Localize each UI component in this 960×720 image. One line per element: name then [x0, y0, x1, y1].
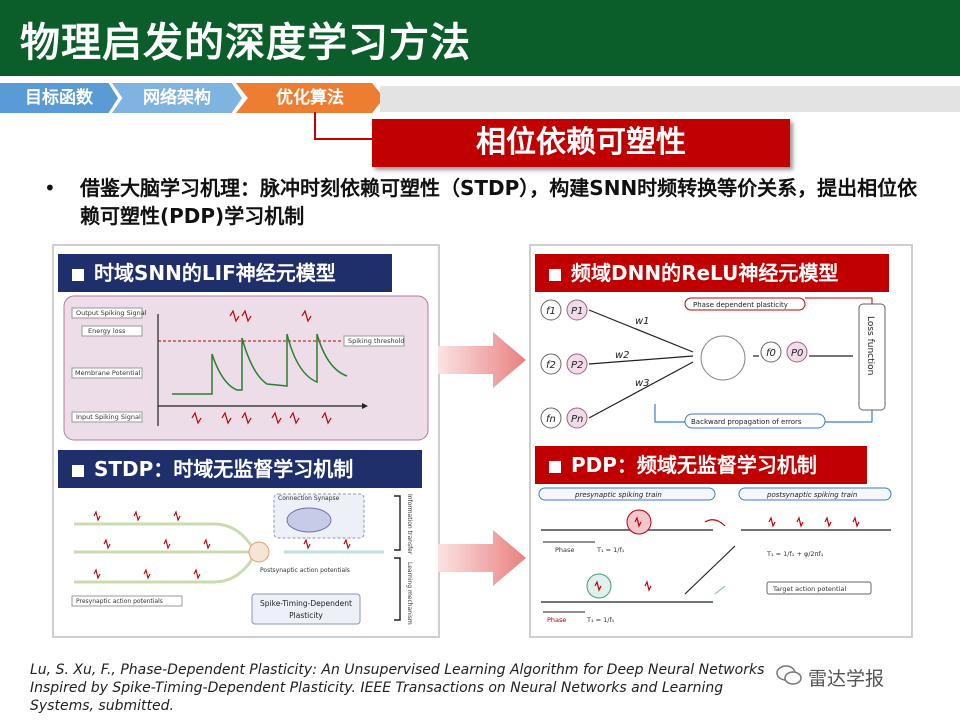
breadcrumb-item-optimization[interactable]: 优化算法	[236, 83, 384, 113]
relu-p1: P1	[571, 306, 583, 317]
pdp-title: PDP：频域无监督学习机制	[571, 453, 817, 477]
relu-diagram: f1 P1 f2 P2 fn Pn w1 w2 w3 f0 P0 Loss fu…	[540, 297, 886, 429]
right-panel: 频域DNN的ReLU神经元模型 f1 P1 f2 P2 fn Pn w1 w2 …	[529, 244, 913, 638]
stdp-label-postsynaptic: Postsynaptic action potentials	[260, 567, 350, 574]
pdp-pre: presynaptic spiking train	[574, 491, 662, 499]
bullet-dot: •	[44, 176, 56, 200]
breadcrumb: 目标函数 网络架构 优化算法	[0, 83, 960, 113]
pdp-t2: T₁ = 1/f₁	[586, 616, 615, 624]
stdp-diagram: Connection Synapse Postsynaptic action p…	[71, 493, 413, 625]
breadcrumb-track	[380, 86, 960, 112]
bullet-text: 借鉴大脑学习机理：脉冲时刻依赖可塑性（STDP），构建SNN时频转换等价关系，提…	[80, 176, 918, 228]
page-title: 物理启发的深度学习方法	[20, 20, 471, 66]
stdp-label-stdp2: Plasticity	[289, 611, 323, 620]
citation: Lu, S. Xu, F., Phase-Dependent Plasticit…	[30, 662, 765, 714]
highlight-box: 相位依赖可塑性	[372, 119, 790, 167]
breadcrumb-item-architecture[interactable]: 网络架构	[112, 83, 242, 113]
pdp-phase2: Phase	[547, 616, 566, 624]
relu-f2: f2	[546, 360, 556, 371]
pdp-diagram: presynaptic spiking train postsynaptic s…	[538, 487, 892, 624]
lif-diagram: Output Spiking Signal Energy loss Membra…	[63, 295, 429, 441]
arrow-lower	[438, 530, 526, 586]
stdp-label-synapse: Connection Synapse	[278, 495, 340, 502]
watermark: 雷达学报	[808, 668, 885, 690]
relu-w2: w2	[615, 350, 630, 361]
lif-label-input: Input Spiking Signal	[76, 413, 141, 421]
relu-w3: w3	[635, 378, 650, 389]
pdp-t1: T₁ = 1/f₁	[596, 546, 625, 554]
arrow-upper	[438, 332, 526, 388]
relu-f0: f0	[766, 348, 776, 359]
relu-header: 频域DNN的ReLU神经元模型	[535, 254, 889, 292]
title-bar: 物理启发的深度学习方法	[0, 0, 960, 76]
lif-label-output: Output Spiking Signal	[76, 309, 147, 317]
lif-label-energy: Energy loss	[88, 327, 126, 335]
pdp-phase1: Phase	[555, 546, 574, 554]
relu-pn: Pn	[571, 414, 583, 425]
relu-backward: Backward propagation of errors	[691, 418, 802, 426]
breadcrumb-item-objective[interactable]: 目标函数	[0, 83, 118, 113]
relu-fn: fn	[546, 414, 556, 425]
lif-header: 时域SNN的LIF神经元模型	[58, 254, 392, 292]
stdp-label-stdp1: Spike-Timing-Dependent	[260, 599, 352, 608]
stdp-label-info: Information transfer	[406, 494, 413, 555]
relu-pdp-label: Phase dependent plasticity	[693, 301, 788, 309]
stdp-label-presynaptic: Presynaptic action potentials	[76, 598, 163, 605]
lif-label-threshold: Spiking threshold	[348, 337, 405, 345]
stdp-header: STDP：时域无监督学习机制	[58, 450, 422, 488]
pdp-post: postsynaptic spiking train	[766, 491, 857, 499]
relu-p2: P2	[571, 360, 583, 371]
lif-label-membrane: Membrane Potential	[75, 369, 141, 377]
pdp-target: Target action potential	[772, 585, 846, 593]
pdp-t3: T₁ = 1/f₁ + φ/2πf₁	[766, 550, 824, 558]
relu-w1: w1	[635, 316, 650, 327]
left-panel: 时域SNN的LIF神经元模型 Output Spiking Signal Ene…	[52, 244, 440, 638]
relu-p0: P0	[791, 348, 803, 359]
stdp-title: STDP：时域无监督学习机制	[94, 457, 354, 481]
relu-loss: Loss function	[865, 316, 875, 375]
pdp-header: PDP：频域无监督学习机制	[535, 446, 867, 484]
connector-line	[314, 112, 374, 140]
lif-title: 时域SNN的LIF神经元模型	[94, 261, 336, 285]
relu-title: 频域DNN的ReLU神经元模型	[571, 261, 839, 285]
wechat-icon	[776, 665, 802, 685]
stdp-label-learning: Learning mechanism	[406, 562, 413, 625]
relu-f1: f1	[546, 306, 556, 317]
